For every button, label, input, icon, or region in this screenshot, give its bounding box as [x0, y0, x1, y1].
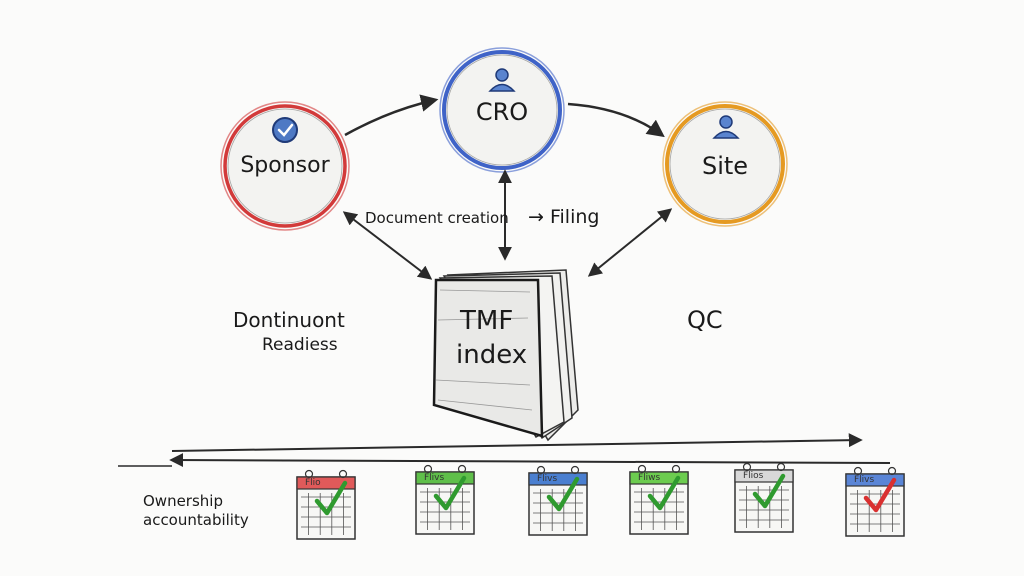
tmf-label: TMF	[460, 306, 514, 336]
accountability-label: accountability	[143, 511, 249, 529]
continuous-label: Dontinuont	[233, 308, 345, 332]
timeline-upper-arrow	[171, 433, 863, 452]
arrow-cro-to-site	[567, 102, 665, 138]
ownership-label: Ownership	[143, 492, 223, 510]
calendar-icon	[528, 465, 588, 536]
calendar-tab-label: Flivs	[537, 474, 558, 484]
document-creation-label: Document creation	[365, 209, 509, 227]
sponsor-label: Sponsor	[240, 153, 330, 178]
person-icon	[488, 68, 516, 92]
calendar-tab-label: Flivs	[424, 473, 445, 483]
arrow-sponsor-to-cro	[344, 94, 439, 137]
calendar-icon	[845, 466, 905, 537]
arrow-sponsor-tmf	[342, 211, 433, 280]
arrow-site-tmf	[587, 208, 673, 277]
calendar-icon	[296, 469, 356, 540]
calendar-icon	[629, 464, 689, 535]
sponsor-node	[220, 101, 350, 231]
readiness-label: Readiess	[262, 335, 338, 355]
tmf-index-book	[432, 269, 579, 442]
person-icon	[712, 115, 740, 139]
site-label: Site	[701, 152, 749, 180]
cro-label: CRO	[475, 98, 529, 126]
calendar-tab-label: Flio	[305, 478, 321, 488]
filing-label: → Filing	[528, 206, 600, 228]
qc-label: QC	[687, 306, 723, 334]
calendar-icon	[734, 462, 794, 533]
calendar-tab-label: Flivs	[854, 475, 875, 485]
site-node	[662, 101, 788, 227]
calendar-icon	[415, 464, 475, 535]
index-label: index	[456, 340, 528, 370]
calendar-tab-label: Flios	[743, 471, 764, 481]
check-circle-icon	[272, 117, 298, 143]
timeline-lower-arrow	[169, 453, 891, 468]
calendar-tab-label: Fliws	[638, 473, 661, 483]
